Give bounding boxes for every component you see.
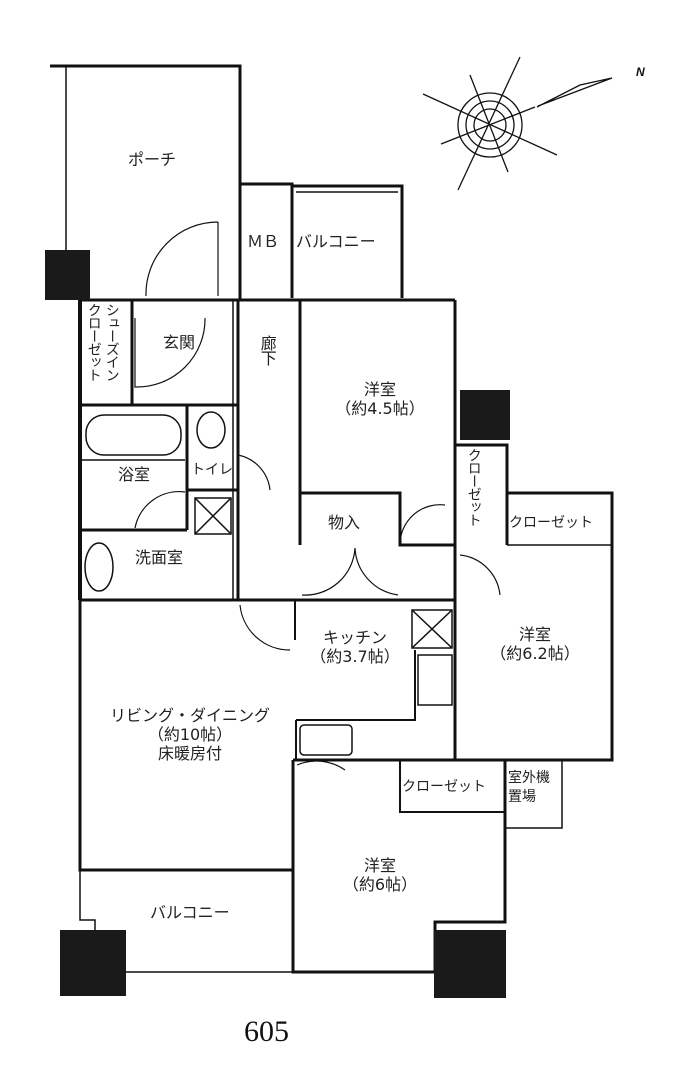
room-western-3-name: 洋室 xyxy=(363,856,396,875)
room-western-2-name: 洋室 xyxy=(518,625,551,644)
room-shoes-closet-1: シューズイン xyxy=(103,303,120,381)
room-closet-vertical: クローゼット xyxy=(465,448,482,526)
room-outdoor-unit-1: 室外機 xyxy=(508,770,550,786)
room-closet-3: クローゼット xyxy=(402,779,486,795)
room-ld-note: 床暖房付 xyxy=(157,744,222,764)
room-western-1-name: 洋室 xyxy=(363,380,396,399)
room-balcony-top: バルコニー xyxy=(296,232,376,251)
room-mb: ＭＢ xyxy=(247,232,280,251)
room-corridor: 廊下 xyxy=(257,335,277,365)
unit-number: 605 xyxy=(244,1015,289,1048)
room-kitchen: キッチン （約3.7帖） xyxy=(300,628,410,666)
room-living-dining: リビング・ダイニング （約10帖） 床暖房付 xyxy=(90,706,290,764)
compass-rose-icon xyxy=(422,56,613,191)
room-bathroom: 浴室 xyxy=(118,465,151,484)
room-ld-name: リビング・ダイニング xyxy=(109,706,270,725)
room-ld-size: （約10帖） xyxy=(147,725,233,745)
room-outdoor-unit-2: 置場 xyxy=(508,789,536,805)
room-porch: ポーチ xyxy=(128,150,177,169)
room-entrance: 玄関 xyxy=(163,333,196,352)
room-storage: 物入 xyxy=(328,513,361,532)
room-western-1: 洋室 （約4.5帖） xyxy=(310,380,450,418)
room-toilet: トイレ xyxy=(191,462,233,478)
room-kitchen-size: （約3.7帖） xyxy=(310,647,400,667)
north-label: N xyxy=(636,65,645,79)
room-closet-2: クローゼット xyxy=(509,515,593,531)
room-western-2-size: （約6.2帖） xyxy=(490,644,580,664)
room-washroom: 洗面室 xyxy=(135,548,184,567)
room-western-3: 洋室 （約6帖） xyxy=(320,856,440,894)
room-western-3-size: （約6帖） xyxy=(342,875,418,895)
room-western-2: 洋室 （約6.2帖） xyxy=(470,625,600,663)
room-balcony-bottom: バルコニー xyxy=(150,903,230,922)
room-kitchen-name: キッチン xyxy=(322,628,387,647)
room-shoes-closet-2: クローゼット xyxy=(85,303,102,381)
room-western-1-size: （約4.5帖） xyxy=(335,399,425,419)
